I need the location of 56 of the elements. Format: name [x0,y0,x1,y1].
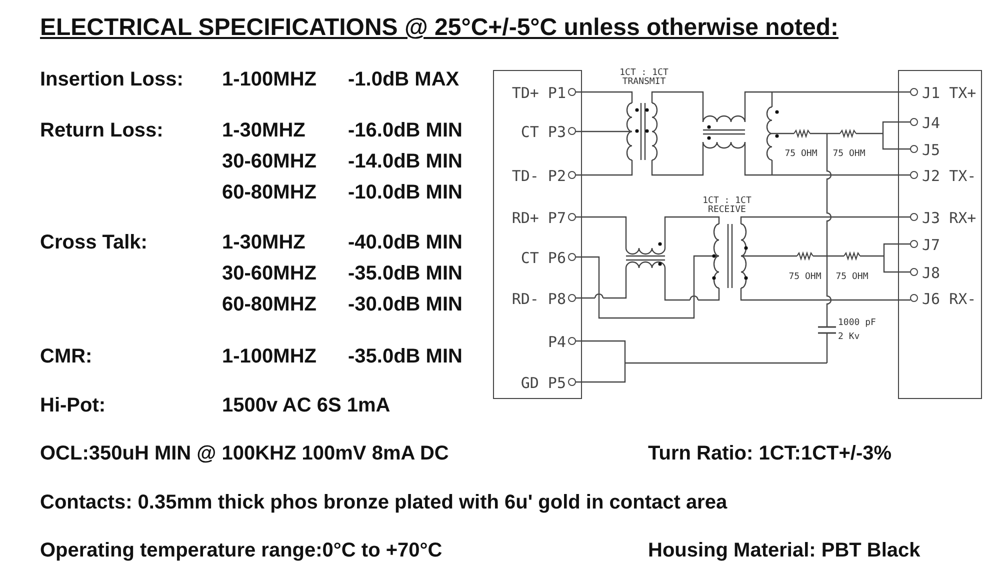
connector-pin-block [898,70,982,399]
pin-label: TD- P2 [512,167,566,185]
pin-label: CT P6 [520,249,566,267]
spec-text: -16.0dB MIN [348,120,462,142]
component-label: 75 OHM [784,149,818,159]
pin-label: P4 [548,333,566,351]
pin-label: J5 [922,141,940,159]
spec-text: -30.0dB MIN [348,294,462,316]
spec-text: 60-80MHZ [222,294,316,316]
spec-text: -14.0dB MIN [348,150,462,174]
spec-text: Contacts: 0.35mm thick phos bronze plated with 6u' gold in contact area [40,492,728,514]
spec-text: -35.0dB MIN [348,262,462,286]
pin-label: GD P5 [520,374,566,392]
spec-text: 1-100MHZ [222,346,316,368]
pin-label: CT P3 [520,123,566,141]
component-label: 1CT : 1CT [620,68,668,78]
spec-text: 1-30MHZ [222,120,306,142]
spec-text: -10.0dB MIN [348,182,462,204]
spec-text: 60-80MHZ [222,182,316,204]
spec-text: Housing Material: PBT Black [648,540,920,562]
spec-text: OCL:350uH MIN @ 100KHZ 100mV 8mA DC [40,442,449,466]
pin-label: J1 TX+ [922,84,976,102]
spec-text: Hi-Pot: [40,394,106,418]
spec-text: Cross Talk: [40,232,148,254]
pin-label: J3 RX+ [922,209,976,227]
spec-text: 30-60MHZ [222,150,316,174]
pin-label: TD+ P1 [512,84,566,102]
spec-text: Turn Ratio: 1CT:1CT+/-3% [648,442,892,466]
component-label: 75 OHM [836,272,868,282]
heading: ELECTRICAL SPECIFICATIONS @ 25°C+/-5°C unless otherwise noted: [40,14,838,42]
component-label: 75 OHM [788,272,822,282]
component-label: 1CT : 1CT [702,196,752,206]
component-label: 2 Kv [838,332,860,342]
pin-label: J6 RX- [922,290,976,308]
component-label: RECEIVE [708,205,746,215]
spec-text: CMR: [40,346,92,368]
spec-text: Return Loss: [40,120,164,142]
spec-text: Operating temperature range:0°C to +70°C [40,540,442,562]
spec-text: 1500v AC 6S 1mA [222,394,390,418]
spec-text: -35.0dB MIN [348,346,462,368]
connector-pin-block [493,70,582,399]
pin-label: RD+ P7 [512,209,566,227]
pin-label: J8 [922,264,940,282]
component-label: TRANSMIT [622,77,666,87]
spec-text: 30-60MHZ [222,262,316,286]
component-label: 75 OHM [832,149,866,159]
pin-label: J2 TX- [922,167,976,185]
spec-text: -40.0dB MIN [348,232,462,254]
spec-text: -1.0dB MAX [348,68,460,92]
pin-label: J4 [922,114,940,132]
component-label: 1000 pF [838,318,876,328]
spec-text: 1-30MHZ [222,232,306,254]
spec-text: 1-100MHZ [222,68,316,92]
pin-label: J7 [922,236,940,254]
spec-text: Insertion Loss: [40,68,184,92]
pin-label: RD- P8 [512,290,566,308]
